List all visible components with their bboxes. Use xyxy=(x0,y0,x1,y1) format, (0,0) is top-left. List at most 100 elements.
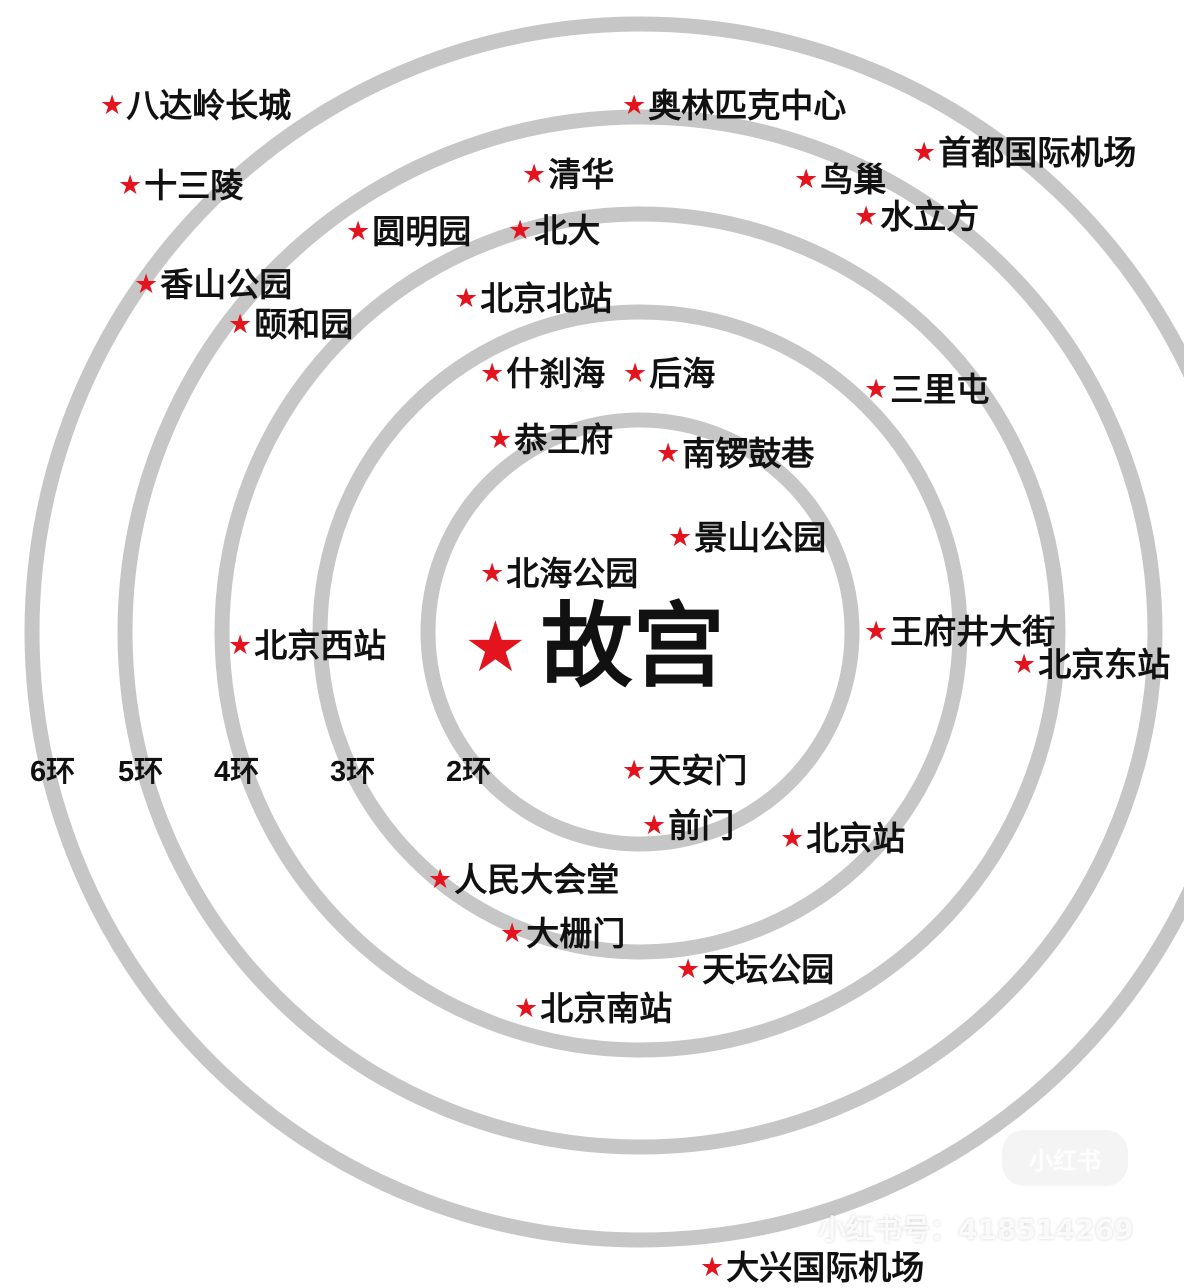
red-star-icon: ★ xyxy=(464,606,527,688)
red-star-icon: ★ xyxy=(864,374,889,405)
place-label: 景山公园 xyxy=(694,518,827,557)
red-star-icon: ★ xyxy=(480,358,505,389)
place-daxing-airport: ★大兴国际机场 xyxy=(700,1248,924,1288)
place-jingshan-park: ★景山公园 xyxy=(668,518,826,558)
center-forbidden-city: ★ 故宫 xyxy=(464,592,725,702)
center-label: 故宫 xyxy=(540,593,725,700)
place-label: 南锣鼓巷 xyxy=(682,434,815,473)
red-star-icon: ★ xyxy=(228,630,253,661)
place-houhai: ★后海 xyxy=(623,354,715,394)
red-star-icon: ★ xyxy=(700,1252,725,1283)
place-label: 清华 xyxy=(548,155,615,194)
place-beijing-west-station: ★北京西站 xyxy=(228,626,386,666)
place-ming-tombs: ★十三陵 xyxy=(118,166,243,206)
place-label: 北京东站 xyxy=(1038,645,1171,684)
place-label: 鸟巢 xyxy=(820,160,887,199)
ring-6 xyxy=(24,16,1184,1248)
place-beijing-east-station: ★北京东站 xyxy=(1012,645,1170,685)
place-label: 十三陵 xyxy=(144,166,244,205)
place-label: 水立方 xyxy=(880,197,980,236)
ring-3 xyxy=(312,304,968,960)
ring-2 xyxy=(420,412,860,852)
red-star-icon: ★ xyxy=(508,215,533,246)
place-temple-of-heaven: ★天坛公园 xyxy=(676,950,834,990)
watermark-badge: 小红书 xyxy=(1002,1130,1128,1186)
ring-label-2: 2环 xyxy=(446,756,492,788)
place-summer-palace: ★颐和园 xyxy=(228,305,353,345)
red-star-icon: ★ xyxy=(676,954,701,985)
place-dashilan: ★大栅门 xyxy=(500,914,625,954)
place-badaling: ★八达岭长城 xyxy=(100,86,291,126)
red-star-icon: ★ xyxy=(118,170,143,201)
place-fragrant-hills: ★香山公园 xyxy=(134,265,292,305)
place-label: 大兴国际机场 xyxy=(726,1248,925,1287)
place-shichahai: ★什刹海 xyxy=(480,354,605,394)
place-label: 前门 xyxy=(668,806,735,845)
ring-label-6: 6环 xyxy=(30,756,76,788)
place-birds-nest: ★鸟巢 xyxy=(794,160,886,200)
red-star-icon: ★ xyxy=(912,137,937,168)
place-label: 首都国际机场 xyxy=(938,133,1137,172)
place-nanluoguxiang: ★南锣鼓巷 xyxy=(656,434,814,474)
place-label: 天坛公园 xyxy=(702,950,835,989)
red-star-icon: ★ xyxy=(346,216,371,247)
place-prince-gong-mansion: ★恭王府 xyxy=(488,420,613,460)
red-star-icon: ★ xyxy=(500,918,525,949)
ring-label-3: 3环 xyxy=(330,756,376,788)
place-label: 恭王府 xyxy=(514,420,614,459)
place-great-hall: ★人民大会堂 xyxy=(428,860,619,900)
place-beijing-south-station: ★北京南站 xyxy=(514,989,672,1029)
red-star-icon: ★ xyxy=(854,201,879,232)
place-label: 北京西站 xyxy=(254,626,387,665)
place-label: 北海公园 xyxy=(506,554,639,593)
red-star-icon: ★ xyxy=(228,309,253,340)
red-star-icon: ★ xyxy=(522,159,547,190)
red-star-icon: ★ xyxy=(622,755,647,786)
place-label: 圆明园 xyxy=(372,212,472,251)
red-star-icon: ★ xyxy=(454,283,479,314)
place-label: 天安门 xyxy=(648,751,748,790)
place-peking-univ: ★北大 xyxy=(508,211,600,251)
place-olympic-center: ★奥林匹克中心 xyxy=(622,86,846,126)
place-water-cube: ★水立方 xyxy=(854,197,979,237)
place-beihai-park: ★北海公园 xyxy=(480,554,638,594)
red-star-icon: ★ xyxy=(514,993,539,1024)
place-label: 北京站 xyxy=(806,819,906,858)
place-tsinghua: ★清华 xyxy=(522,155,614,195)
place-label: 人民大会堂 xyxy=(454,860,620,899)
red-star-icon: ★ xyxy=(642,810,667,841)
ring-label-4: 4环 xyxy=(214,756,260,788)
ring-4 xyxy=(214,206,1066,1058)
place-label: 大栅门 xyxy=(526,914,626,953)
red-star-icon: ★ xyxy=(794,164,819,195)
place-label: 什刹海 xyxy=(506,354,606,393)
place-sanlitun: ★三里屯 xyxy=(864,370,989,410)
place-label: 王府井大街 xyxy=(890,612,1056,651)
red-star-icon: ★ xyxy=(428,864,453,895)
place-label: 后海 xyxy=(649,354,716,393)
red-star-icon: ★ xyxy=(622,90,647,121)
place-label: 三里屯 xyxy=(890,370,990,409)
place-tiananmen: ★天安门 xyxy=(622,751,747,791)
place-label: 北京北站 xyxy=(480,279,613,318)
place-label: 北京南站 xyxy=(540,989,673,1028)
place-label: 香山公园 xyxy=(160,265,293,304)
red-star-icon: ★ xyxy=(864,616,889,647)
place-wangfujing: ★王府井大街 xyxy=(864,612,1055,652)
ring-label-5: 5环 xyxy=(118,756,164,788)
place-capital-airport: ★首都国际机场 xyxy=(912,133,1136,173)
ring-5 xyxy=(117,109,1163,1155)
place-qianmen: ★前门 xyxy=(642,806,734,846)
red-star-icon: ★ xyxy=(134,269,159,300)
place-label: 奥林匹克中心 xyxy=(648,86,847,125)
place-label: 八达岭长城 xyxy=(126,86,292,125)
place-beijing-north-station: ★北京北站 xyxy=(454,279,612,319)
watermark-account: 小红书号：418514269 xyxy=(818,1213,1134,1246)
red-star-icon: ★ xyxy=(780,823,805,854)
place-beijing-station: ★北京站 xyxy=(780,819,905,859)
red-star-icon: ★ xyxy=(668,522,693,553)
red-star-icon: ★ xyxy=(1012,649,1037,680)
red-star-icon: ★ xyxy=(480,558,505,589)
red-star-icon: ★ xyxy=(488,424,513,455)
